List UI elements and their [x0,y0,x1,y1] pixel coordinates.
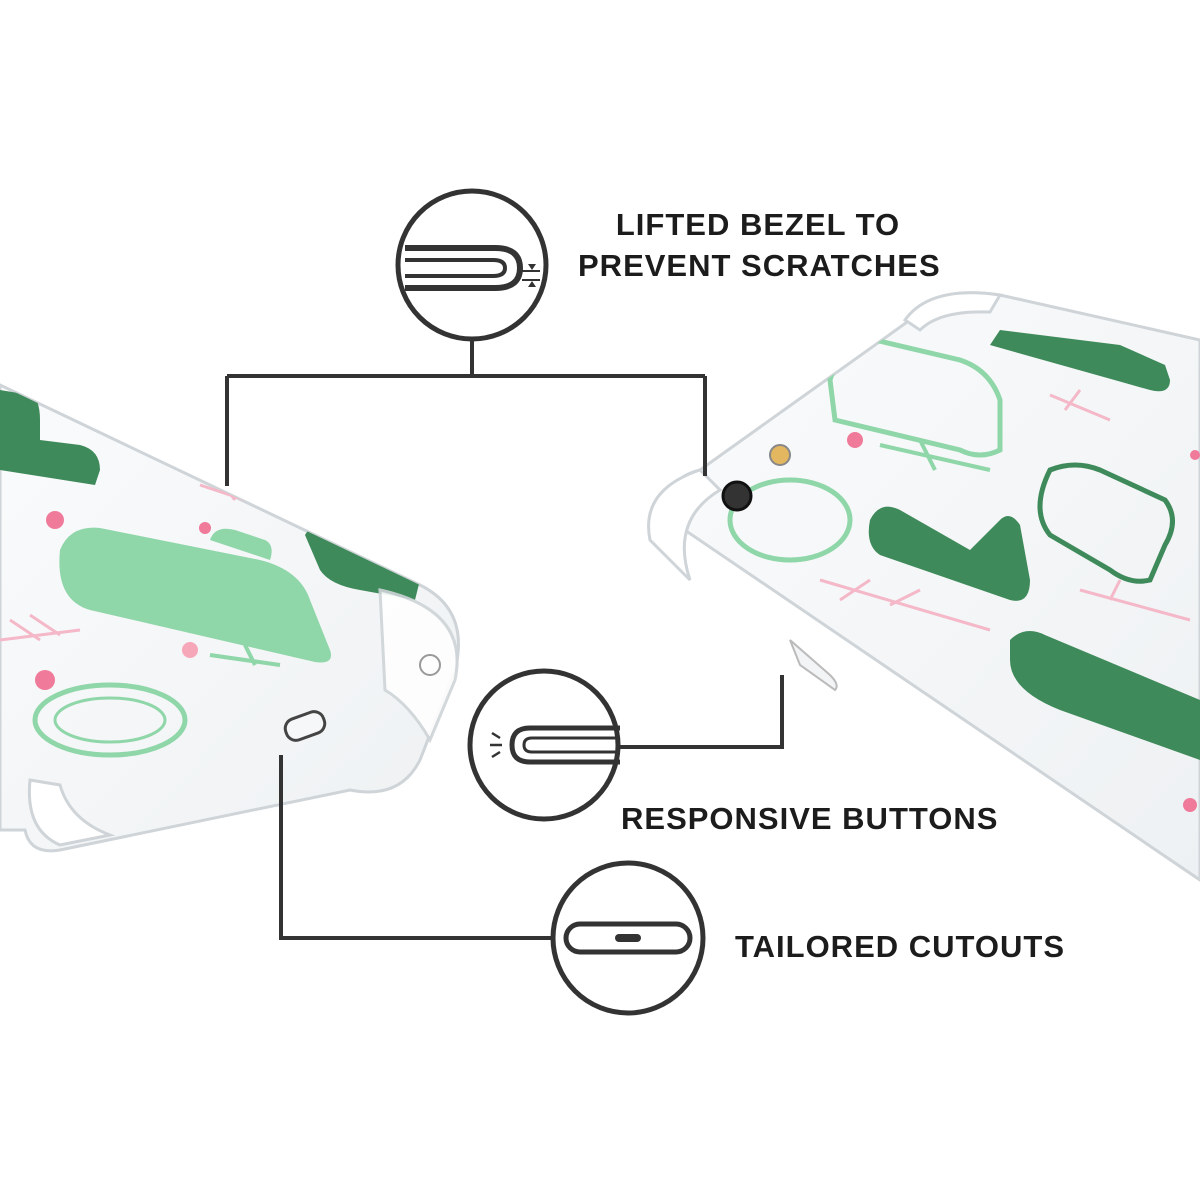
right-cactus-pattern [727,330,1200,812]
bezel-feature-line2: PREVENT SCRATCHES [578,248,941,283]
callout-lines [225,340,784,940]
bezel-feature-label: LIFTED BEZEL TO PREVENT SCRATCHES [578,204,941,286]
left-charge-port [283,710,327,742]
lifted-bezel-icon [395,188,549,342]
cutouts-feature-label: TAILORED CUTOUTS [735,929,1066,964]
bezel-callout-line [225,340,707,486]
port-cutout-icon [550,860,706,1016]
side-button-bump [789,639,838,692]
right-phone-case [647,291,1200,882]
buttons-callout-line [620,675,784,749]
buttons-feature-label: RESPONSIVE BUTTONS [621,801,999,836]
camera-lens [721,480,753,512]
bezel-feature-line1: LIFTED BEZEL TO [615,207,901,242]
left-phone-case [0,383,460,853]
cutouts-callout-line [279,755,552,940]
left-cactus-pattern [0,390,420,758]
responsive-button-icon [467,668,621,822]
